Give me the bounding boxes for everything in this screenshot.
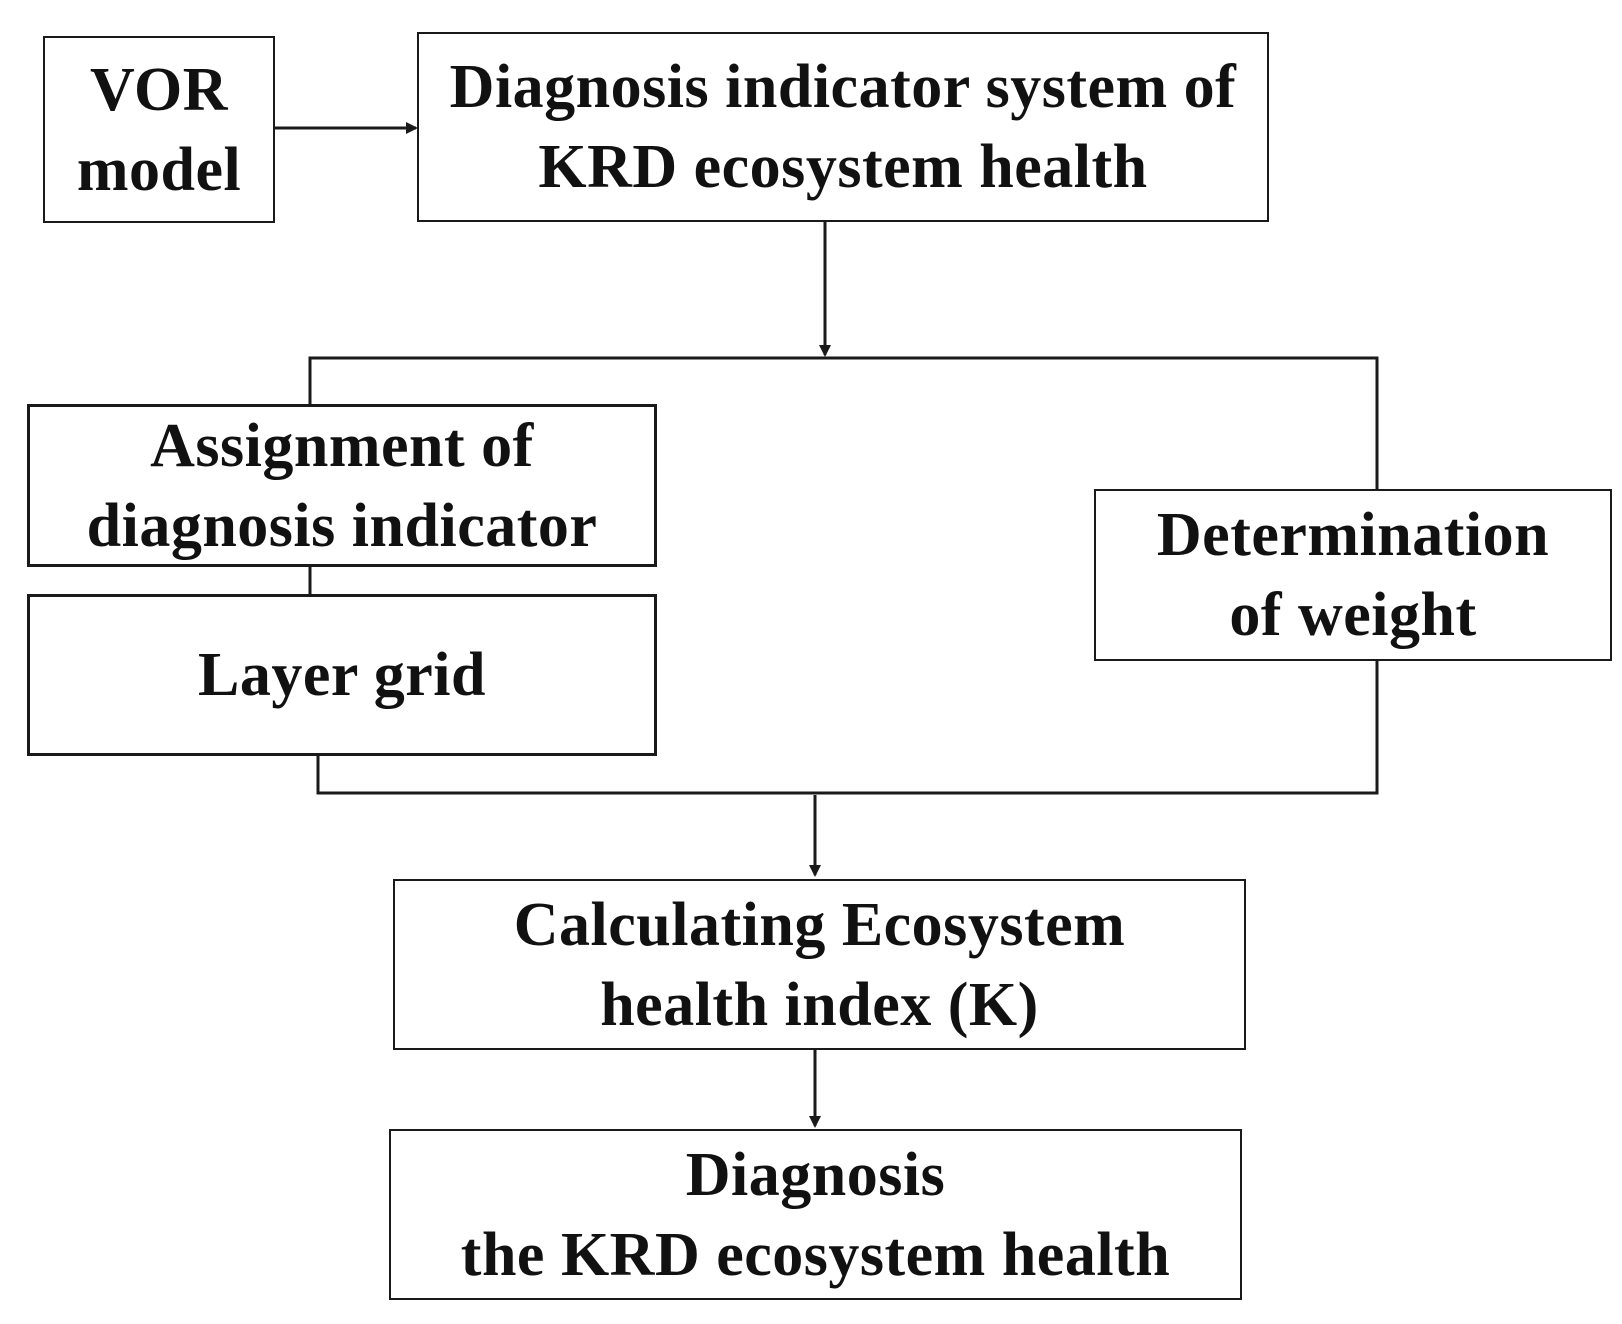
assignment-line1: Assignment of [150,411,534,480]
vor-model-box: VOR model [43,36,275,223]
calculating-box: Calculating Ecosystem health index (K) [393,879,1246,1050]
assignment-box: Assignment of diagnosis indicator [27,404,657,567]
indicator-system-line1: Diagnosis indicator system of [449,53,1237,121]
calculating-line1: Calculating Ecosystem [513,890,1126,959]
weight-line1: Determination [1156,501,1550,569]
diagnosis-box: Diagnosis the KRD ecosystem health [389,1129,1242,1300]
indicator-system-line2: KRD ecosystem health [538,133,1148,201]
vor-model-line1: VOR [89,55,229,124]
lower-bracket-line [316,661,1379,795]
weight-line2: of weight [1229,581,1477,649]
calculating-line2: health index (K) [600,970,1039,1039]
weight-box: Determination of weight [1094,489,1612,661]
indicator-system-box: Diagnosis indicator system of KRD ecosys… [417,32,1269,222]
assignment-line2: diagnosis indicator [86,491,598,560]
diagnosis-line1: Diagnosis [685,1140,946,1209]
layer-grid-box: Layer grid [27,594,657,756]
vor-model-line2: model [76,135,242,204]
layer-grid-line1: Layer grid [198,641,486,709]
upper-bracket-line [308,356,1379,490]
diagnosis-line2: the KRD ecosystem health [460,1220,1171,1289]
